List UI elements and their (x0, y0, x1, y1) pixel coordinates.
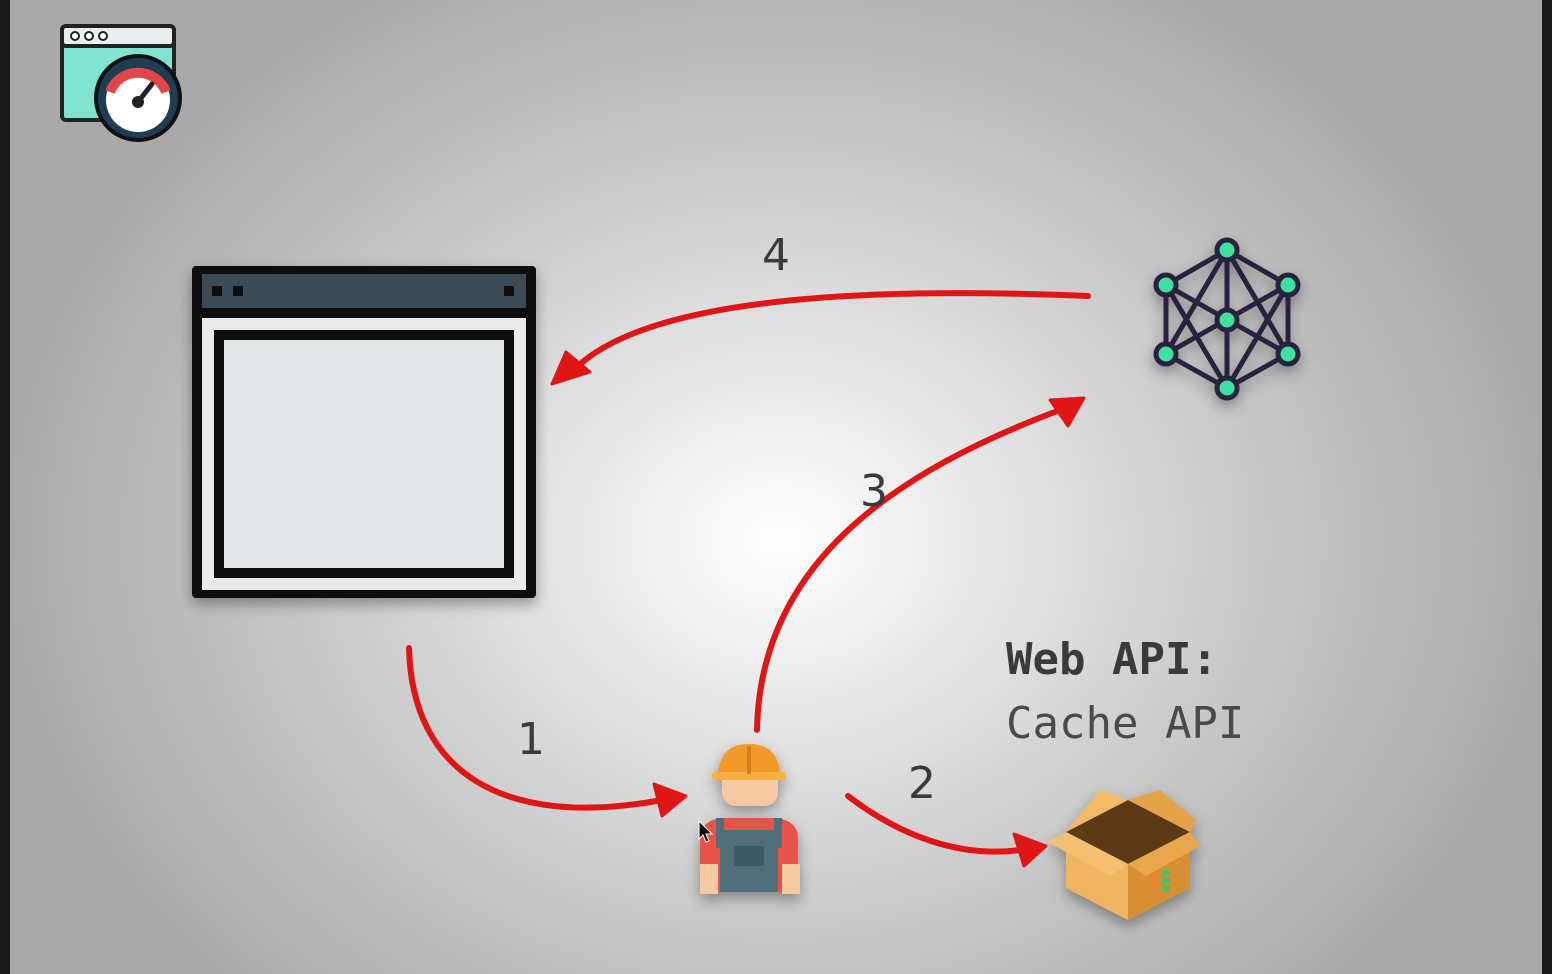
browser-window-icon (192, 266, 536, 598)
arrow-step-4 (575, 290, 1091, 369)
service-worker-icon (700, 744, 800, 894)
mouse-cursor-icon (698, 820, 714, 843)
browser-speedometer-icon (60, 24, 182, 142)
arrowhead-step-1 (652, 782, 688, 818)
arrowhead-step-2 (1012, 832, 1048, 868)
step-label-4: 4 (762, 230, 790, 281)
step-label-1: 1 (517, 714, 545, 765)
arrow-step-1 (406, 645, 665, 811)
api-caption-name: Cache API (1006, 698, 1245, 749)
arrow-step-3 (754, 407, 1063, 733)
api-caption: Web API: Cache API (1006, 628, 1244, 756)
open-box-icon (1048, 790, 1200, 920)
step-label-3: 3 (860, 466, 888, 517)
arrowhead-step-4 (550, 350, 592, 386)
network-graph-icon (1153, 237, 1301, 401)
arrowhead-step-3 (1048, 396, 1086, 428)
step-label-2: 2 (908, 758, 936, 809)
arrow-step-2 (845, 793, 1023, 855)
api-caption-heading: Web API: (1006, 634, 1218, 685)
